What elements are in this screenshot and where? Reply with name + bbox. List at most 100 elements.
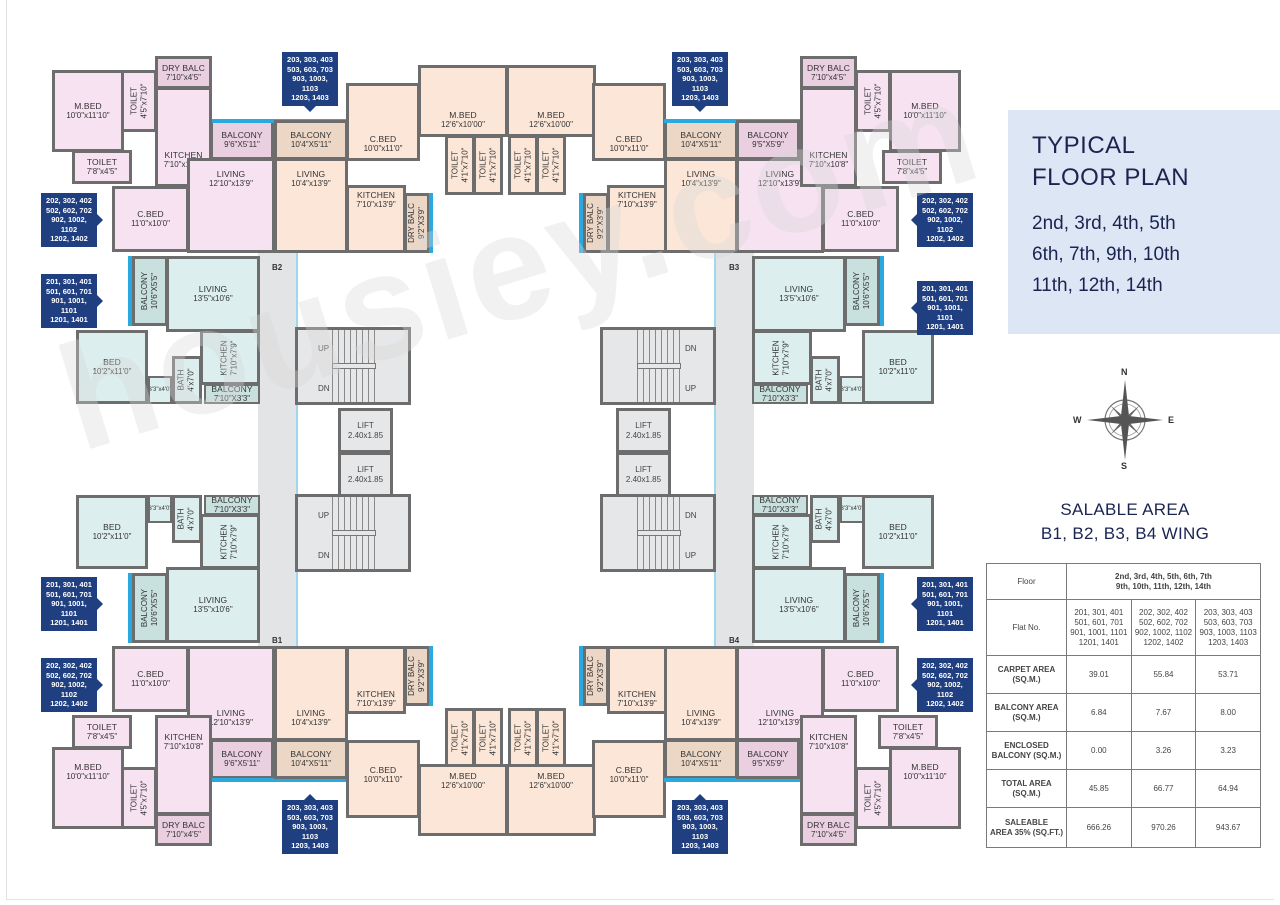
stair-dn-label: DN [318,384,330,393]
wing-label-b1: B1 [272,636,283,645]
flat-badge-type2: 202, 302, 402 502, 602, 702 902, 1002, 1… [911,193,973,247]
glass-railing [212,778,349,782]
row-header: BALCONY AREA (SQ.M.) [986,693,1067,732]
table-cell: 666.26 [1066,807,1132,848]
flat-no-cell: 202, 302, 402 502, 602, 702 902, 1002, 1… [1130,599,1197,656]
flat-badge-type2: 202, 302, 402 502, 602, 702 902, 1002, 1… [41,658,103,712]
table-row: TOTAL AREA (SQ.M.) 45.85 66.77 64.94 [986,769,1261,808]
flat-no-cell: 203, 303, 403 503, 603, 703 903, 1003, 1… [1195,599,1261,656]
stair-dn-label: DN [685,511,697,520]
page-frame [6,0,1274,900]
compass-south: S [1121,461,1128,471]
staircase-b1: UP DN [295,494,411,572]
table-cell: 7.67 [1130,693,1197,732]
wing-label-b3: B3 [729,263,740,272]
room-wc: 3'3"x4'0" [148,495,172,523]
table-cell: 55.84 [1130,655,1197,694]
staircase-b4: DN UP [600,494,716,572]
salable-area-heading: SALABLE AREA B1, B2, B3, B4 WING [1040,500,1210,543]
table-cell: 8.00 [1195,693,1261,732]
compass-west: W [1073,415,1082,425]
flat-no-cell: 201, 301, 401 501, 601, 701 901, 1001, 1… [1066,599,1132,656]
table-cell: 66.77 [1130,769,1197,808]
stair-up-label: UP [685,384,697,393]
table-cell: 3.23 [1195,731,1261,770]
flat-badge-type2: 202, 302, 402 502, 602, 702 902, 1002, 1… [41,193,103,247]
compass-icon [1087,380,1163,460]
stair-up-label: UP [685,551,697,560]
table-cell: 970.26 [1130,807,1197,848]
flat-badge-type1: 201, 301, 401 501, 601, 701 901, 1001, 1… [41,577,103,631]
row-header: SALEABLE AREA 35% (SQ.FT.) [986,807,1067,848]
flat-badge-type1: 201, 301, 401 501, 601, 701 901, 1001, 1… [911,281,973,335]
row-header: ENCLOSED BALCONY (SQ.M.) [986,731,1067,770]
row-header: CARPET AREA (SQ.M.) [986,655,1067,694]
stair-dn-label: DN [685,344,697,353]
table-cell: 3.26 [1130,731,1197,770]
room-wc: 3'3"x4'0" [840,376,864,404]
floor-value: 2nd, 3rd, 4th, 5th, 6th, 7th 9th, 10th, … [1066,563,1261,600]
flat-badge-type3: 203, 303, 403 503, 603, 703 903, 1003, 1… [672,794,728,854]
compass-rose: N S W E [1070,365,1180,475]
glass-railing [880,256,884,326]
compass-north: N [1121,367,1128,377]
table-row: Flat No. 201, 301, 401 501, 601, 701 901… [986,599,1261,656]
table-cell: 0.00 [1066,731,1132,770]
glass-railing [880,573,884,643]
stair-up-label: UP [318,511,330,520]
table-cell: 39.01 [1066,655,1132,694]
wing-label-b2: B2 [272,263,283,272]
corridor-west [258,232,296,668]
floor-header: Floor [986,563,1067,600]
